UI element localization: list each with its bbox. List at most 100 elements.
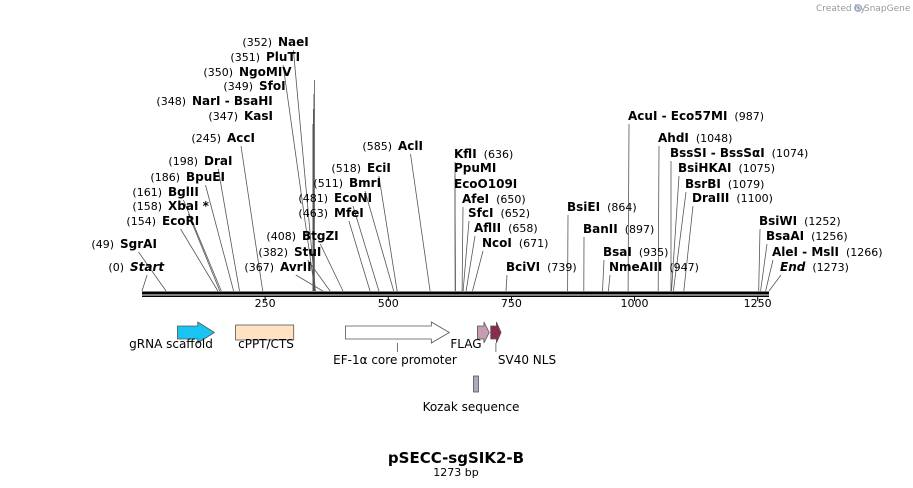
site-econi[interactable]: (481)EcoNI bbox=[298, 191, 372, 205]
feature-ef1a-core-promoter[interactable]: EF-1α core promoter bbox=[333, 321, 457, 367]
site-name: AflII bbox=[474, 221, 501, 235]
site-position: (658) bbox=[508, 222, 538, 235]
site-ecori[interactable]: (154)EcoRI bbox=[126, 214, 199, 228]
site-ecii[interactable]: (518)EciI bbox=[331, 161, 390, 175]
site-position: (49) bbox=[91, 238, 114, 251]
site-btgzi[interactable]: (408)BtgZI bbox=[266, 229, 338, 243]
site-position: (739) bbox=[547, 261, 577, 274]
site-ppumi[interactable]: PpuMI bbox=[454, 161, 496, 175]
site-position: (1273) bbox=[812, 261, 849, 274]
site-sfoi[interactable]: (349) SfoI bbox=[223, 79, 285, 93]
site-name: End bbox=[780, 260, 806, 274]
site-acci[interactable]: (245)AccI bbox=[191, 131, 255, 145]
site-position: (349) bbox=[223, 80, 253, 93]
site-kfli[interactable]: KflI(636) bbox=[454, 147, 513, 161]
site-leader-line bbox=[465, 235, 476, 292]
feature-label: gRNA scaffold bbox=[129, 337, 213, 351]
site-bpuei[interactable]: (186)BpuEI bbox=[150, 170, 225, 184]
feature-shape bbox=[473, 375, 479, 393]
site-position: (154) bbox=[126, 215, 156, 228]
site-bsaai[interactable]: BsaAI(1256) bbox=[766, 229, 848, 243]
feature-flag[interactable]: FLAG bbox=[450, 321, 490, 351]
site-mfei[interactable]: (463)MfeI bbox=[298, 206, 363, 220]
site-position: (347) bbox=[208, 110, 238, 123]
site-banii[interactable]: BanII(897) bbox=[583, 222, 654, 236]
site-bsssi[interactable]: BssSI - BssSαI(1074) bbox=[670, 146, 808, 160]
site-position: (1079) bbox=[728, 178, 765, 191]
site-bsiwi[interactable]: BsiWI(1252) bbox=[759, 214, 841, 228]
site-name: KflI bbox=[454, 147, 477, 161]
site-leader-line bbox=[307, 259, 331, 292]
site-leader-line bbox=[683, 205, 694, 292]
site-leader-line bbox=[293, 49, 316, 292]
site-position: (351) bbox=[230, 51, 260, 64]
site-ncoi[interactable]: NcoI(671) bbox=[482, 236, 548, 250]
site-labels: (0)Start(49)SgrAI(154)EcoRI(158)XbaI *(1… bbox=[91, 35, 882, 274]
site-position: (897) bbox=[625, 223, 655, 236]
site-naei[interactable]: (352)NaeI bbox=[242, 35, 308, 49]
site-acui[interactable]: AcuI - Eco57MI(987) bbox=[628, 109, 764, 123]
site-name: SfoI bbox=[259, 79, 286, 93]
plasmid-length: 1273 bp bbox=[433, 466, 478, 479]
site-name: SgrAI bbox=[120, 237, 157, 251]
site-name: BciVI bbox=[506, 260, 540, 274]
feature-label: SV40 NLS bbox=[498, 353, 556, 367]
site-position: (652) bbox=[500, 207, 530, 220]
site-alei[interactable]: AleI - MslI(1266) bbox=[772, 245, 883, 259]
feature-label: Kozak sequence bbox=[423, 400, 520, 414]
site-aflii[interactable]: AflII (658) bbox=[474, 221, 538, 235]
site-leader-line bbox=[295, 274, 324, 292]
site-name: SfcI bbox=[468, 206, 493, 220]
site-sgrai[interactable]: (49) SgrAI bbox=[91, 237, 157, 251]
site-ahdi[interactable]: AhdI(1048) bbox=[658, 131, 732, 145]
site-name: NmeAIII bbox=[609, 260, 662, 274]
site-afei[interactable]: AfeI(650) bbox=[462, 192, 526, 206]
axis-tick-label: 1250 bbox=[744, 297, 772, 310]
site-name: BsaI bbox=[603, 245, 632, 259]
site-leader-line bbox=[348, 220, 371, 292]
feature-cppt-cts[interactable]: cPPT/CTS bbox=[235, 324, 295, 351]
site-name: NarI - BsaHI bbox=[192, 94, 273, 108]
site-position: (511) bbox=[313, 177, 343, 190]
feature-arrow bbox=[490, 321, 502, 344]
site-bsiei[interactable]: BsiEI(864) bbox=[567, 200, 637, 214]
site-pluti[interactable]: (351)PluTI bbox=[230, 50, 300, 64]
feature-grna-scaffold[interactable]: gRNA scaffold bbox=[129, 321, 216, 351]
site-position: (245) bbox=[191, 132, 221, 145]
site-drai[interactable]: (198)DraI bbox=[168, 154, 232, 168]
site-bmri[interactable]: (511)BmrI bbox=[313, 176, 381, 190]
site-name: AhdI bbox=[658, 131, 689, 145]
site-position: (158) bbox=[132, 200, 162, 213]
site-nmeaiii[interactable]: NmeAIII(947) bbox=[609, 260, 699, 274]
site-ecoo109i[interactable]: EcoO109I bbox=[454, 177, 517, 191]
site-leader-line bbox=[378, 175, 398, 292]
site-bsai[interactable]: BsaI(935) bbox=[603, 245, 668, 259]
site-end[interactable]: End (1273) bbox=[780, 260, 849, 274]
feature-arrow bbox=[477, 321, 490, 344]
site-sfci[interactable]: SfcI (652) bbox=[468, 206, 530, 220]
site-name: BsiEI bbox=[567, 200, 600, 214]
site-draiii[interactable]: DraIII(1100) bbox=[692, 191, 773, 205]
site-nari[interactable]: (348)NarI - BsaHI bbox=[156, 94, 272, 108]
site-avrii[interactable]: (367)AvrII bbox=[244, 260, 311, 274]
axis-tick-label: 250 bbox=[255, 297, 276, 310]
site-leader-line bbox=[180, 228, 219, 292]
site-stui[interactable]: (382)StuI bbox=[258, 245, 321, 259]
plasmid-name: pSECC-sgSIK2-B bbox=[388, 449, 524, 467]
site-bsrbi[interactable]: BsrBI(1079) bbox=[685, 177, 764, 191]
site-leader-line bbox=[462, 220, 470, 292]
site-kasi[interactable]: (347)KasI bbox=[208, 109, 273, 123]
credit-text: Created by bbox=[816, 4, 866, 14]
site-name: AfeI bbox=[462, 192, 489, 206]
site-leader-line bbox=[282, 64, 316, 292]
site-bcivi[interactable]: BciVI (739) bbox=[506, 260, 577, 274]
feature-kozak-sequence[interactable]: Kozak sequence bbox=[423, 375, 520, 414]
feature-label: EF-1α core promoter bbox=[333, 353, 457, 367]
site-bglii[interactable]: (161)BglII bbox=[132, 185, 198, 199]
site-start[interactable]: (0)Start bbox=[108, 260, 165, 274]
site-acli[interactable]: (585)AclI bbox=[362, 139, 423, 153]
feature-sv40-nls[interactable]: SV40 NLS bbox=[490, 321, 556, 367]
site-bsihkai[interactable]: BsiHKAI(1075) bbox=[678, 161, 775, 175]
site-xbai[interactable]: (158)XbaI * bbox=[132, 199, 209, 213]
site-ngomiv[interactable]: (350)NgoMIV bbox=[203, 65, 292, 79]
